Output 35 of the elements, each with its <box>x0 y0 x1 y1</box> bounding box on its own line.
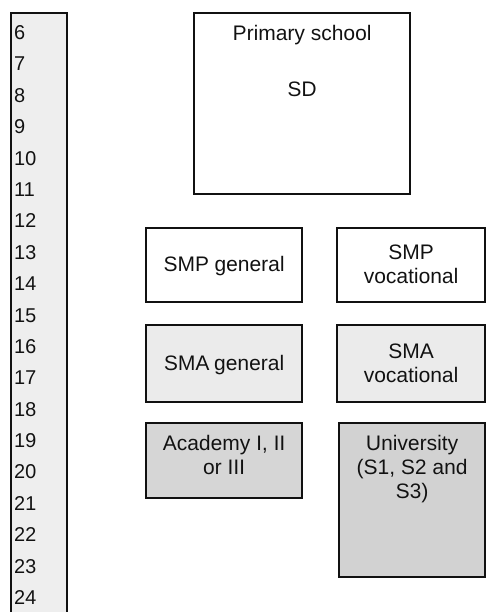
age-label: 11 <box>13 178 36 203</box>
age-label: 20 <box>13 460 38 486</box>
school-level-box <box>145 227 303 303</box>
school-level-box <box>145 422 303 499</box>
school-level-box <box>145 324 303 403</box>
age-label: 15 <box>13 304 38 329</box>
box-label: SMA general <box>164 352 284 376</box>
box-label: SD <box>287 78 317 102</box>
age-label: 21 <box>13 492 38 517</box>
age-label: 19 <box>13 429 38 454</box>
school-level-box <box>338 422 486 578</box>
age-label: 7 <box>13 52 26 78</box>
box-label: University (S1, S2 and S3) <box>356 432 468 504</box>
age-label: 6 <box>13 21 26 46</box>
age-label: 8 <box>13 84 26 109</box>
age-label: 23 <box>13 554 38 580</box>
age-label: 22 <box>13 523 38 548</box>
age-label: 10 <box>13 146 38 172</box>
age-scale-bar <box>10 12 68 612</box>
age-label: 16 <box>13 334 38 360</box>
age-label: 12 <box>13 209 38 234</box>
age-label: 18 <box>13 398 38 423</box>
age-label: 14 <box>13 272 38 298</box>
box-label: Primary school <box>232 22 372 46</box>
box-label: SMA vocational <box>362 340 460 388</box>
box-label: SMP vocational <box>362 241 460 289</box>
box-label: SMP general <box>163 253 285 277</box>
school-level-box <box>336 324 486 403</box>
primary-school-box <box>193 12 411 195</box>
age-label: 17 <box>13 366 38 392</box>
age-label: 13 <box>13 240 38 266</box>
school-level-box <box>336 227 486 303</box>
age-label: 9 <box>13 115 26 140</box>
age-label: 24 <box>13 586 38 612</box>
box-label: Academy I, II or III <box>162 432 286 480</box>
